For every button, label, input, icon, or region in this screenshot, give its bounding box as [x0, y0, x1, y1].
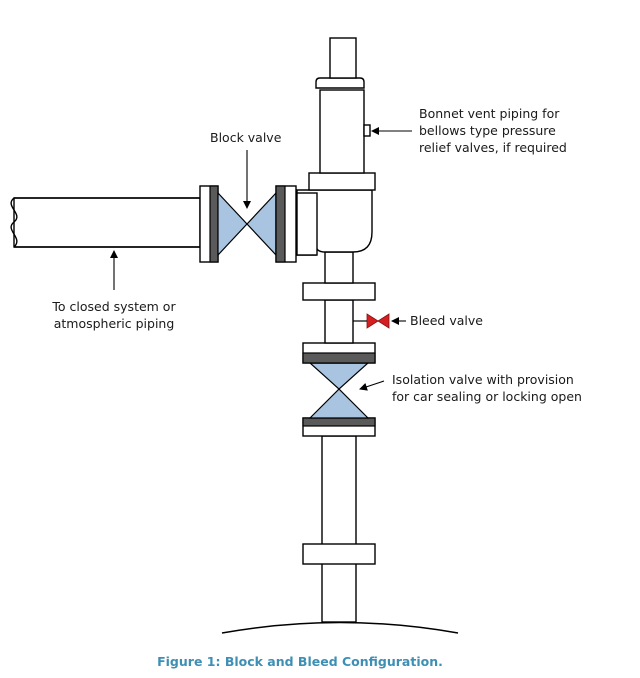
lower-pipe-flange [302, 543, 376, 565]
relief-valve-body [319, 89, 365, 174]
tee-top-flange [308, 172, 376, 191]
pipe-break-symbol [10, 197, 18, 248]
figure-caption: Figure 1: Block and Bleed Configuration. [157, 654, 443, 669]
bleed-valve-label: Bleed valve [410, 313, 483, 328]
bleed-pipe-section [324, 299, 354, 344]
horizontal-pipe [13, 197, 201, 248]
lower-vertical-pipe [321, 435, 357, 623]
block-valve-left-gasket [209, 185, 219, 263]
isolation-valve-label-line1: Isolation valve with provision [392, 372, 574, 387]
closed-system-label-line2: atmospheric piping [54, 316, 175, 331]
isolation-valve-arrow [359, 380, 385, 391]
relief-valve-bonnet-cap [315, 77, 365, 89]
block-valve-right-gasket [275, 185, 286, 263]
middle-flange [302, 282, 376, 301]
bonnet-vent-label-line3: relief valves, if required [419, 140, 567, 155]
bleed-valve-icon [366, 313, 390, 329]
tee-side-neck [296, 192, 318, 256]
isolation-valve-bottom-gasket [302, 417, 376, 427]
isolation-valve-label-line2: for car sealing or locking open [392, 389, 582, 404]
bonnet-vent-label-line2: bellows type pressure [419, 123, 556, 138]
isolation-valve-body [308, 362, 370, 419]
block-valve-label: Block valve [210, 130, 282, 145]
isolation-valve-top-gasket [302, 352, 376, 364]
relief-valve-stem [329, 37, 357, 79]
bonnet-vent-nozzle [363, 124, 371, 137]
tee-lower-neck [324, 251, 354, 284]
bonnet-vent-label-line1: Bonnet vent piping for [419, 106, 560, 121]
closed-system-label-line1: To closed system or [51, 299, 176, 314]
vessel-top-curve [221, 621, 459, 634]
